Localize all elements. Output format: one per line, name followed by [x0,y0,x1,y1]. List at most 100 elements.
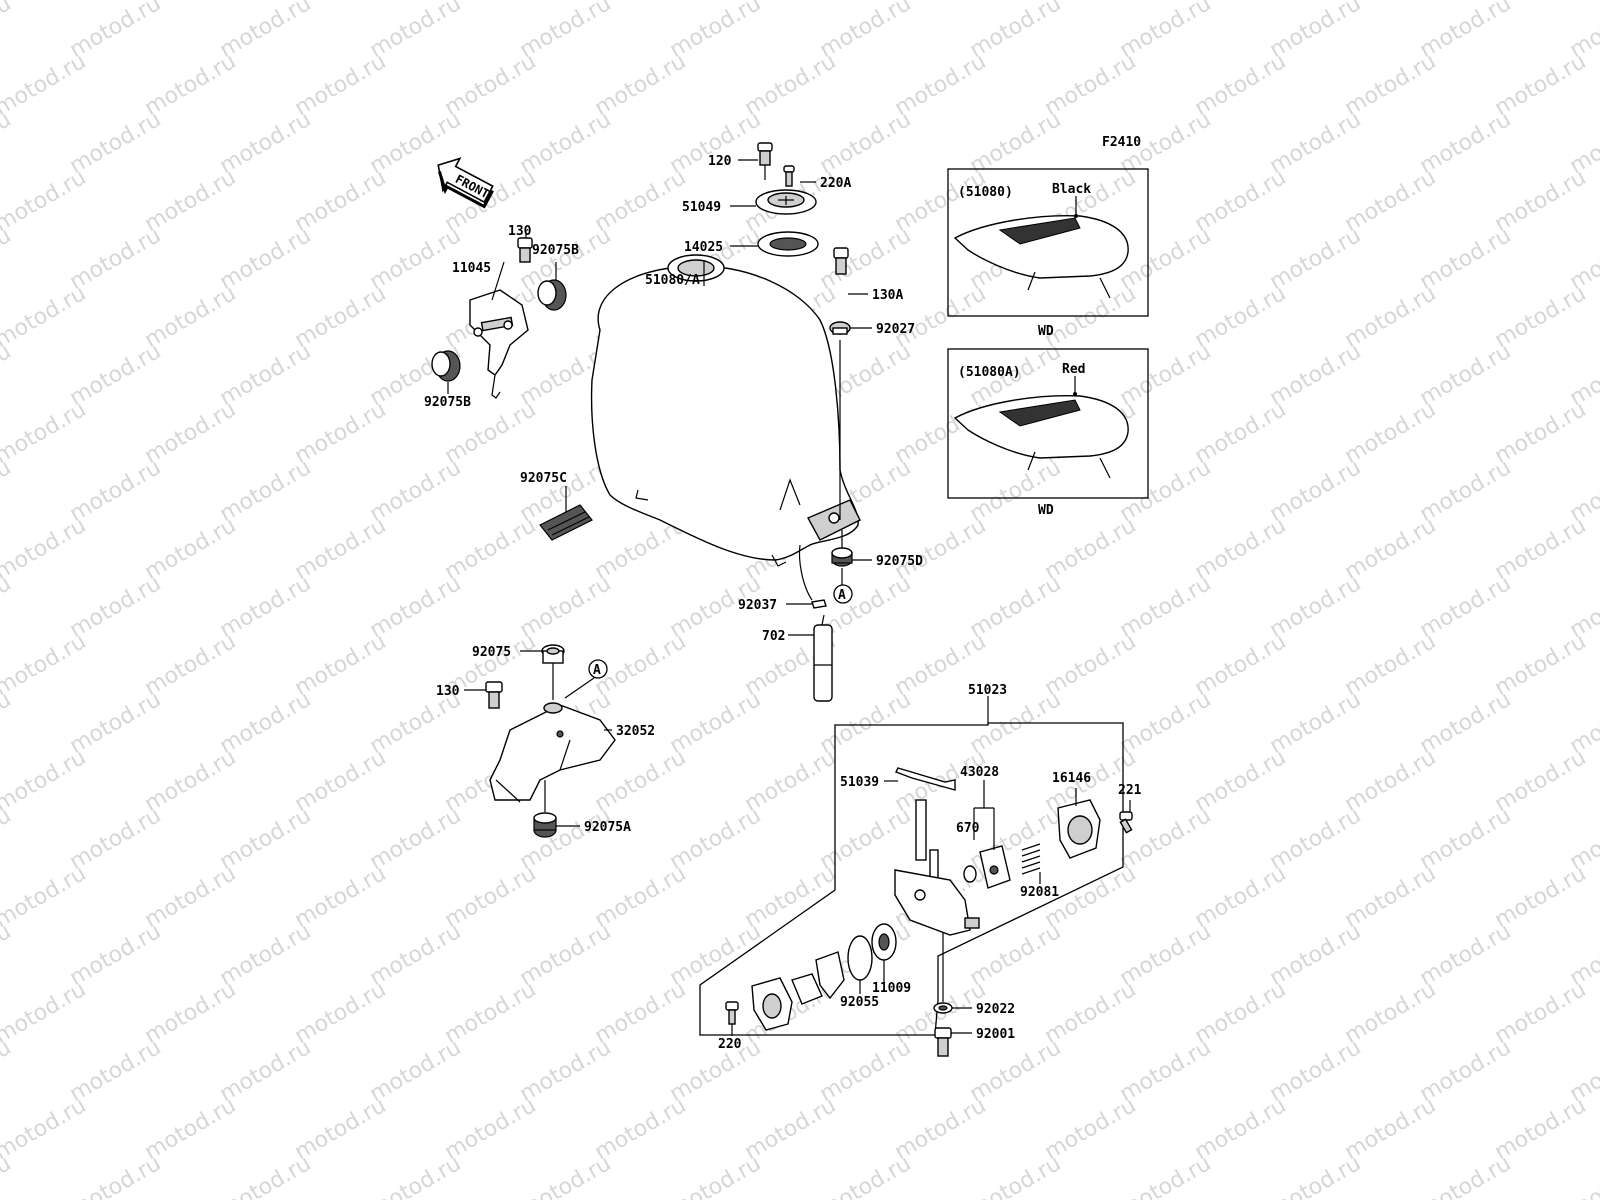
watermark-text: motod.ru [0,49,90,121]
label-51080A: 51080/A [645,273,700,288]
watermark-text: motod.ru [291,49,391,121]
ref-a-label-bracket: A [593,663,601,678]
spring-92081 [1021,843,1041,875]
watermark-text: motod.ru [591,977,691,1049]
watermark-text: motod.ru [1191,281,1291,353]
watermark-text: motod.ru [66,803,166,875]
label-220A: 220A [820,176,851,191]
bracket-11045 [469,289,529,399]
callout-labels: 120 220A 51049 14025 51080/A 130A 92027 … [424,154,1142,1052]
kit-outline-51023 [699,722,1124,1036]
watermark-text: motod.ru [666,919,766,991]
watermark-text: motod.ru [891,513,991,585]
watermark-text: motod.ru [216,919,316,991]
watermark-text: motod.ru [366,919,466,991]
watermark-text: motod.ru [66,223,166,295]
watermark-text: motod.ru [1416,339,1516,411]
watermark-text: motod.ru [966,803,1066,875]
label-11009: 11009 [872,981,911,996]
inset-black-footer: WD [1038,324,1054,339]
watermark-text: motod.ru [141,861,241,933]
watermark-text: motod.ru [816,1035,916,1107]
watermark-text: motod.ru [1041,977,1141,1049]
label-51039: 51039 [840,775,879,790]
watermark-text: motod.ru [1341,1093,1441,1165]
cover-16146 [1057,799,1101,859]
watermark-text: motod.ru [141,397,241,469]
watermark-text: motod.ru [1416,455,1516,527]
inset-black-partref: (51080) [958,185,1013,200]
watermark-text: motod.ru [1341,745,1441,817]
washer-92022 [933,1002,953,1014]
inset-black-color: Black [1052,182,1091,197]
watermark-text: motod.ru [516,107,616,179]
leader-A-bracket [564,677,595,699]
watermark-text: motod.ru [1416,803,1516,875]
watermark-text: motod.ru [666,687,766,759]
ref-a-label-tank: A [838,588,846,603]
label-130-mid: 130 [436,684,460,699]
watermark-text: motod.ru [141,629,241,701]
watermark-text: motod.ru [1266,1035,1366,1107]
watermark-text: motod.ru [1416,223,1516,295]
watermark-text: motod.ru [291,861,391,933]
watermark-text: motod.ru [216,455,316,527]
watermark-text: motod.ru [0,1035,15,1107]
screw-221 [1119,811,1133,834]
watermark-text: motod.ru [1191,629,1291,701]
watermark-text: motod.ru [1041,1093,1141,1165]
label-92037: 92037 [738,598,777,613]
watermark-text: motod.ru [441,977,541,1049]
watermark-text: motod.ru [891,1093,991,1165]
watermark-text: motod.ru [591,49,691,121]
diaphragm-43028 [979,845,1011,889]
watermark-text: motod.ru [1116,919,1216,991]
watermark-text: motod.ru [741,745,841,817]
watermark-text: motod.ru [0,339,15,411]
watermark-text: motod.ru [1116,223,1216,295]
watermark-text: motod.ru [216,803,316,875]
watermark-text: motod.ru [591,1093,691,1165]
watermark-text: motod.ru [591,861,691,933]
watermark-text: motod.ru [216,339,316,411]
watermark-text: motod.ru [66,339,166,411]
watermark-text: motod.ru [216,571,316,643]
watermark-text: motod.ru [0,803,15,875]
watermark-text: motod.ru [1191,1093,1291,1165]
watermark-text: motod.ru [0,223,15,295]
label-92075D: 92075D [876,554,923,569]
watermark-text: motod.ru [816,803,916,875]
watermark-text: motod.ru [1116,455,1216,527]
watermark-text: motod.ru [1191,861,1291,933]
watermark-text: motod.ru [1266,803,1366,875]
watermark-text: motod.ru [0,107,15,179]
watermark-text: motod.ru [66,1151,166,1200]
watermark-text: motod.ru [291,281,391,353]
screw-220 [725,1001,739,1025]
leader-hose [821,614,825,626]
inset-labels: (51080) Black WD (51080A) Red WD [958,182,1091,518]
inset-red [947,348,1149,499]
watermark-text: motod.ru [1041,629,1141,701]
label-16146: 16146 [1052,771,1091,786]
watermark-text: motod.ru [1341,629,1441,701]
watermark-text: motod.ru [1041,513,1141,585]
watermark-text: motod.ru [0,861,90,933]
watermark-text: motod.ru [0,977,90,1049]
watermark-text: motod.ru [141,977,241,1049]
watermark-text: motod.ru [1416,571,1516,643]
leader-black-dot [1074,214,1078,218]
filter-11009 [871,923,897,961]
watermark-text: motod.ru [291,745,391,817]
watermark-text: motod.ru [441,513,541,585]
bolt-120 [757,142,773,166]
watermark-text: motod.ru [1416,919,1516,991]
watermark-text: motod.ru [666,803,766,875]
seal-51039 [895,767,956,791]
watermark-text: motod.ru [1341,397,1441,469]
watermark-text: motod.ru [291,513,391,585]
watermark-text: motod.ru [816,1151,916,1200]
label-130A: 130A [872,288,903,303]
watermark-text: motod.ru [1341,977,1441,1049]
